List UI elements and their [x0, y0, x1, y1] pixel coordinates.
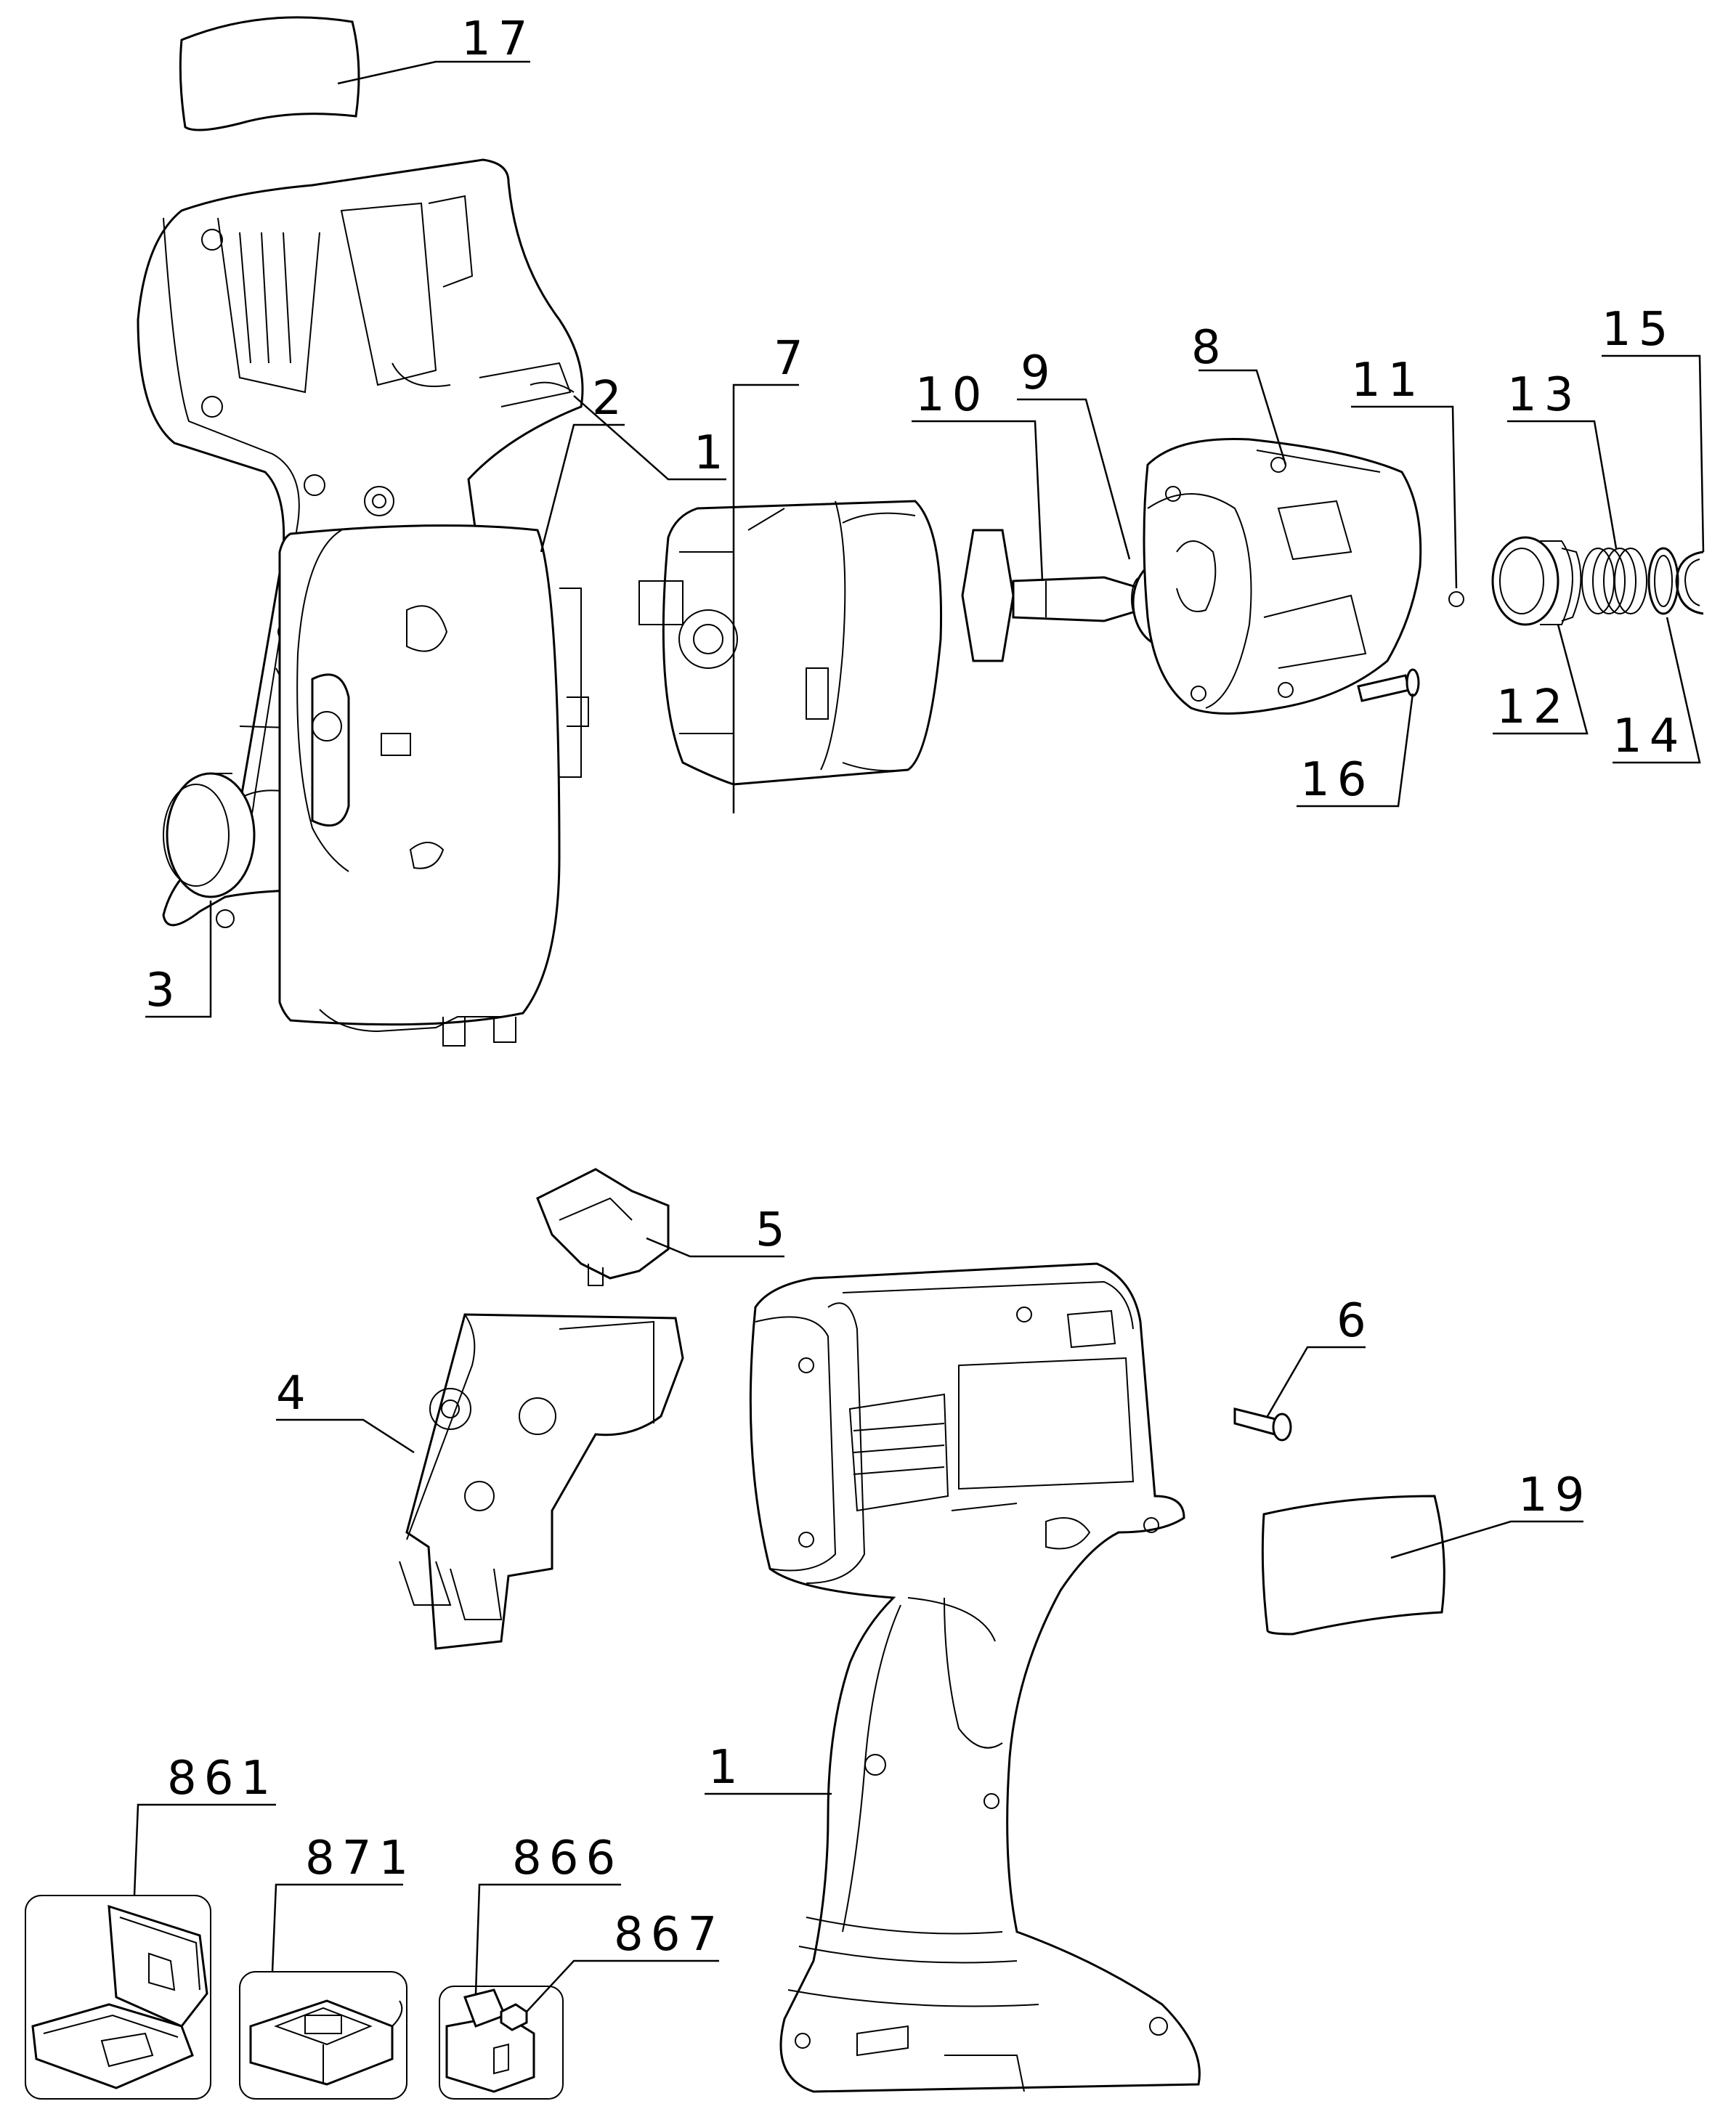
part-867-battery-cap: [500, 1959, 719, 2031]
part-8-hammer-case: [1143, 369, 1422, 715]
callout-5: 5: [755, 1203, 792, 1257]
callout-13: 13: [1507, 368, 1581, 422]
part-861-kit-box: [25, 1803, 276, 2100]
callout-14: 14: [1613, 710, 1686, 763]
part-17-label-plate: [179, 16, 530, 131]
part-4-switch: [276, 1313, 684, 1650]
part-866-battery: [439, 1883, 621, 2100]
part-871-charger: [239, 1883, 407, 2100]
callout-866: 866: [512, 1832, 622, 1885]
callout-19: 19: [1518, 1468, 1591, 1522]
part-14-washer: [1613, 547, 1701, 764]
callout-2: 2: [592, 372, 629, 426]
part-10-anvil: [912, 420, 1150, 662]
part-15-retaining-ring: [1602, 354, 1705, 615]
callout-1-bottom: 1: [708, 1741, 745, 1795]
callout-3: 3: [145, 964, 182, 1017]
callout-labels: 17 1 15 8 13 11 9 7 10 2 12 14 16 5 3 6 …: [145, 12, 1686, 1962]
part-2-motor: [278, 423, 625, 1047]
part-19-label-plate: [1261, 1495, 1583, 1636]
callout-861: 861: [167, 1752, 277, 1805]
callout-7: 7: [774, 332, 811, 386]
callout-1-top: 1: [694, 426, 731, 480]
callout-12: 12: [1496, 680, 1570, 734]
part-13-spring: [1507, 420, 1647, 614]
callout-4: 4: [276, 1367, 313, 1421]
part-11-ball: [1351, 405, 1464, 607]
callout-10: 10: [915, 368, 989, 422]
callout-867: 867: [614, 1908, 724, 1962]
part-3-bearing-cap: [145, 772, 256, 1018]
part-5-switch-bracket: [536, 1168, 784, 1286]
callout-17: 17: [461, 12, 535, 66]
callout-871: 871: [305, 1832, 415, 1885]
callout-8: 8: [1191, 321, 1228, 375]
callout-11: 11: [1351, 354, 1424, 407]
part-16-screw: [1297, 668, 1420, 808]
callout-15: 15: [1602, 303, 1675, 357]
part-7-gearbox: [638, 383, 943, 813]
part-12-collar: [1491, 536, 1589, 735]
part-1-housing-assembled: [705, 1262, 1201, 2093]
callout-16: 16: [1300, 753, 1374, 807]
part-6-screw: [1233, 1346, 1366, 1442]
callout-6: 6: [1337, 1294, 1374, 1348]
callout-9: 9: [1021, 346, 1058, 400]
